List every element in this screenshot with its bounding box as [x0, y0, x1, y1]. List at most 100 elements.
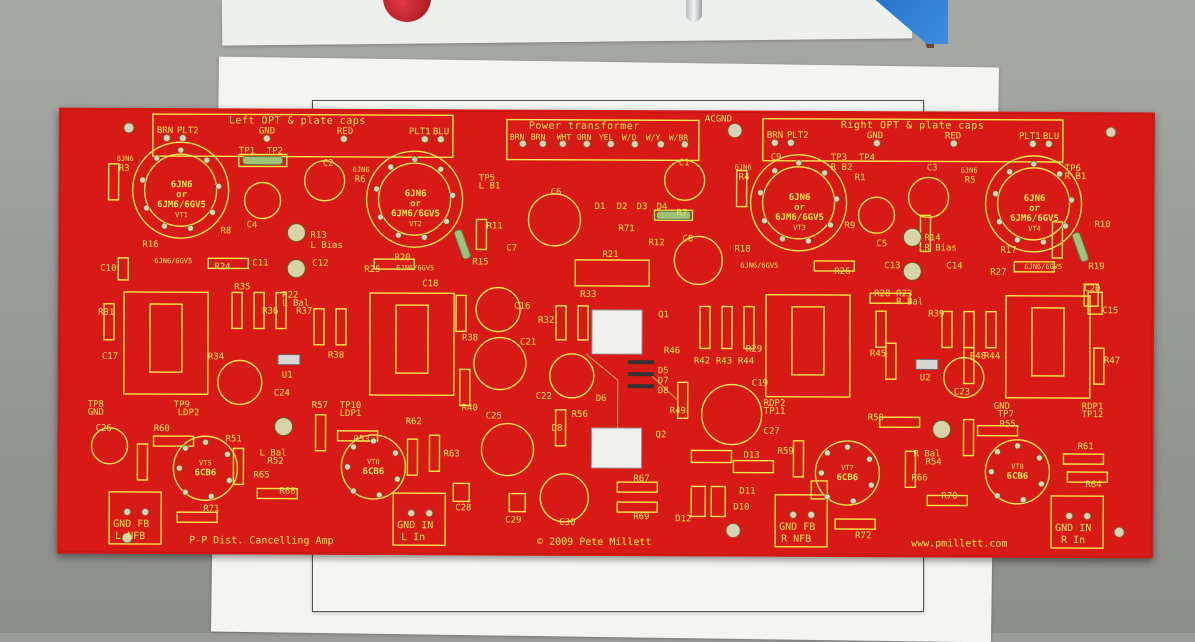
- label-c27: C27: [763, 426, 780, 437]
- label-d2: D2: [616, 202, 628, 213]
- label-r34: R34: [207, 352, 225, 363]
- label-r7: R7: [676, 208, 688, 219]
- vt8-name: VT8: [1011, 462, 1024, 471]
- label-r29: R29: [745, 344, 763, 355]
- left-pin-blu: BLU: [432, 127, 450, 138]
- label-c18: C18: [422, 279, 439, 290]
- right-pin-gnd: GND: [866, 131, 884, 142]
- label-r66: R66: [911, 473, 928, 484]
- label-6jn6-b: 6JN6: [352, 165, 370, 174]
- label-d1: D1: [594, 201, 606, 212]
- label-c8: C8: [682, 234, 694, 245]
- label-d9: D8: [551, 423, 563, 434]
- label-c26: C26: [95, 423, 112, 434]
- label-tp3: TP3: [830, 152, 848, 164]
- label-c9: C9: [770, 152, 782, 163]
- label-r14: R14: [924, 233, 941, 244]
- l-in-label: L In: [401, 532, 426, 544]
- label-r1: R1: [854, 173, 866, 184]
- right-pin-brn: BRN: [766, 130, 784, 141]
- label-r10: R10: [1094, 220, 1111, 231]
- label-c25: C25: [485, 411, 502, 422]
- label-c4: C4: [246, 220, 258, 231]
- left-pin-red: RED: [336, 126, 354, 137]
- vt6-type: 6CB6: [362, 466, 385, 478]
- power-pin-7: W/Y: [645, 133, 661, 143]
- label-c21: C21: [519, 337, 537, 348]
- vt7-name: VT7: [841, 464, 854, 473]
- label-r28: R28: [874, 289, 891, 300]
- label-d3: D3: [636, 202, 648, 213]
- label-r8: R8: [220, 226, 232, 237]
- pcb-silkscreen: [58, 109, 1154, 557]
- vt1-label: 6JN6 or 6JM6/6GV5 VT1: [150, 180, 212, 220]
- label-ldp1: LDP1: [339, 408, 362, 419]
- label-r3: R3: [118, 163, 130, 174]
- label-r69: R69: [633, 512, 650, 523]
- label-r38: R38: [327, 350, 345, 361]
- label-r57: R57: [311, 400, 328, 411]
- label-r20: R20: [394, 253, 411, 264]
- label-c16: C16: [514, 301, 531, 312]
- label-tp7: TP7: [997, 409, 1014, 420]
- vt2-line1: 6JN6: [404, 189, 427, 200]
- vt7-label: VT7 6CB6: [827, 463, 867, 483]
- vt8-type: 6CB6: [1006, 471, 1029, 482]
- label-d4: D4: [656, 202, 668, 213]
- label-lbias: L Bias: [310, 240, 343, 251]
- label-c14: C14: [946, 261, 963, 272]
- label-c2: C2: [322, 158, 334, 169]
- label-r61: R61: [1077, 442, 1094, 453]
- right-pin-red: RED: [944, 131, 962, 142]
- label-r45: R45: [869, 349, 887, 360]
- label-6jn6-a: 6JN6: [116, 154, 134, 163]
- label-r64: R64: [1085, 480, 1102, 491]
- board-title: P-P Dist. Cancelling Amp: [189, 535, 334, 547]
- label-r24: R24: [214, 262, 231, 273]
- label-r31: R31: [98, 307, 115, 318]
- label-r49: R49: [669, 406, 686, 417]
- vt2-line2: or: [410, 199, 422, 210]
- label-r44: R44: [737, 356, 755, 367]
- vt1-line1: 6JN6: [170, 180, 193, 191]
- label-lsel: 6JN6/6GV5: [154, 257, 193, 266]
- label-r52: R52: [267, 456, 284, 467]
- label-tp12: TP12: [1081, 410, 1104, 421]
- label-r43: R43: [715, 356, 733, 367]
- label-c17: C17: [101, 351, 119, 362]
- label-r9: R9: [844, 221, 856, 232]
- label-r54: R54: [925, 457, 942, 468]
- label-r27: R27: [990, 267, 1007, 278]
- vt6-name: VT6: [367, 457, 380, 467]
- label-ldp2: LDP2: [177, 408, 200, 419]
- label-rsel2: 6JN6/6GV5: [1024, 262, 1063, 271]
- label-rsel: 6JN6/6GV5: [740, 261, 779, 270]
- label-q1: Q1: [658, 310, 669, 321]
- power-pin-4: ORN: [576, 132, 592, 142]
- power-pin-2: BRN: [530, 132, 546, 142]
- power-pin-3: WHT: [556, 132, 572, 142]
- label-c3: C3: [926, 163, 938, 174]
- label-c10: C10: [100, 263, 117, 274]
- right-pin-plt2: PLT2: [786, 130, 809, 141]
- vt3-line2: or: [794, 202, 805, 213]
- label-r32: R32: [538, 315, 555, 326]
- vt7-type: 6CB6: [836, 473, 859, 484]
- label-r68: R68: [279, 486, 296, 497]
- label-d10: D10: [733, 502, 750, 513]
- vt8-label: VT8 6CB6: [997, 462, 1037, 482]
- label-r6: R6: [354, 174, 366, 185]
- right-pin-plt1: PLT1: [1018, 131, 1041, 142]
- label-c13: C13: [884, 261, 901, 272]
- l-nfb-label: L NFB: [115, 530, 146, 542]
- label-c22: C22: [535, 391, 553, 402]
- vt3-name: VT3: [793, 223, 806, 232]
- label-c24: C24: [273, 388, 291, 399]
- left-pin-brn: BRN: [156, 126, 174, 137]
- label-c30: C30: [559, 517, 576, 528]
- r-in-top: GND IN: [1055, 522, 1092, 535]
- label-c1: C1: [678, 158, 690, 169]
- label-d12: D12: [675, 514, 692, 525]
- vt2-name: VT2: [409, 220, 422, 229]
- label-r59: R59: [777, 446, 794, 457]
